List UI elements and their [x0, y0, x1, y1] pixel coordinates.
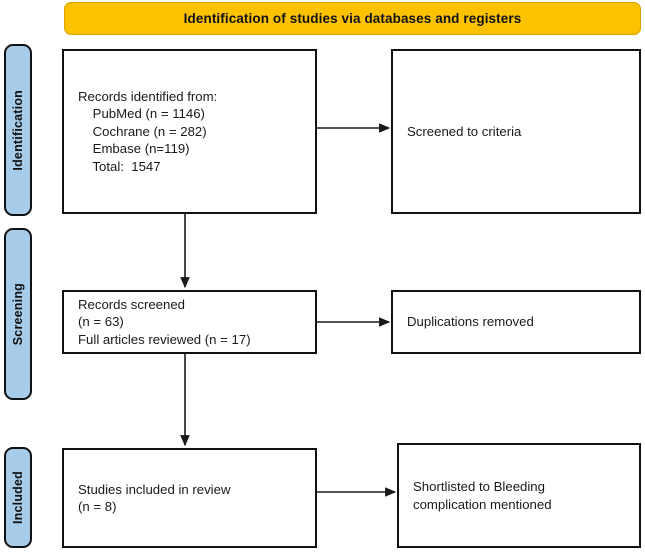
stage-label-identification: Identification	[11, 89, 25, 171]
box-screened-to-criteria: Screened to criteria	[391, 49, 641, 214]
stage-tab-identification: Identification	[4, 44, 32, 216]
diagram-title: Identification of studies via databases …	[183, 11, 522, 26]
box-studies-included-text: Studies included in review (n = 8)	[78, 481, 231, 514]
box-records-identified: Records identified from: PubMed (n = 114…	[62, 49, 317, 214]
box-records-identified-text: Records identified from: PubMed (n = 114…	[78, 88, 218, 174]
stage-label-screening: Screening	[11, 282, 25, 346]
diagram-header-banner: Identification of studies via databases …	[64, 2, 641, 35]
stage-tab-included: Included	[4, 447, 32, 548]
box-studies-included: Studies included in review (n = 8)	[62, 448, 317, 548]
box-records-screened-text: Records screened (n = 63) Full articles …	[78, 296, 251, 347]
box-screened-to-criteria-text: Screened to criteria	[407, 123, 522, 139]
box-shortlisted-bleeding-text: Shortlisted to Bleeding complication men…	[413, 479, 552, 512]
stage-label-included: Included	[11, 471, 25, 524]
box-records-screened: Records screened (n = 63) Full articles …	[62, 290, 317, 354]
stage-tab-screening: Screening	[4, 228, 32, 400]
box-shortlisted-bleeding: Shortlisted to Bleeding complication men…	[397, 443, 641, 548]
box-duplications-removed-text: Duplications removed	[407, 314, 534, 330]
box-duplications-removed: Duplications removed	[391, 290, 641, 354]
